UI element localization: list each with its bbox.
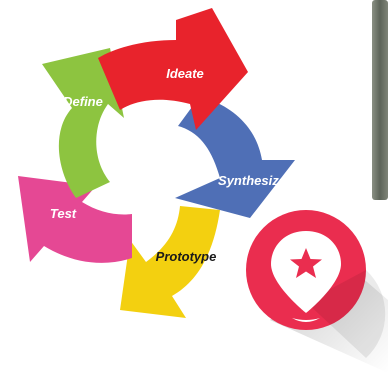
test-arrow <box>18 176 132 263</box>
prototype-label: Prototype <box>156 249 217 264</box>
define-arrow <box>42 48 124 198</box>
location-app-icon <box>246 210 388 373</box>
map-pin-star-icon <box>271 231 341 322</box>
synthesize-label: Synthesize <box>218 173 286 188</box>
ideate-arrow <box>98 8 248 130</box>
test-label: Test <box>50 206 77 221</box>
background-photo <box>372 0 388 200</box>
ideate-label: Ideate <box>166 66 204 81</box>
star-icon <box>290 248 322 278</box>
prototype-arrow <box>120 206 220 318</box>
design-thinking-cycle: Ideate Synthesize Prototype Test Define <box>18 8 295 318</box>
synthesize-arrow <box>175 96 295 218</box>
define-label: Define <box>63 94 103 109</box>
